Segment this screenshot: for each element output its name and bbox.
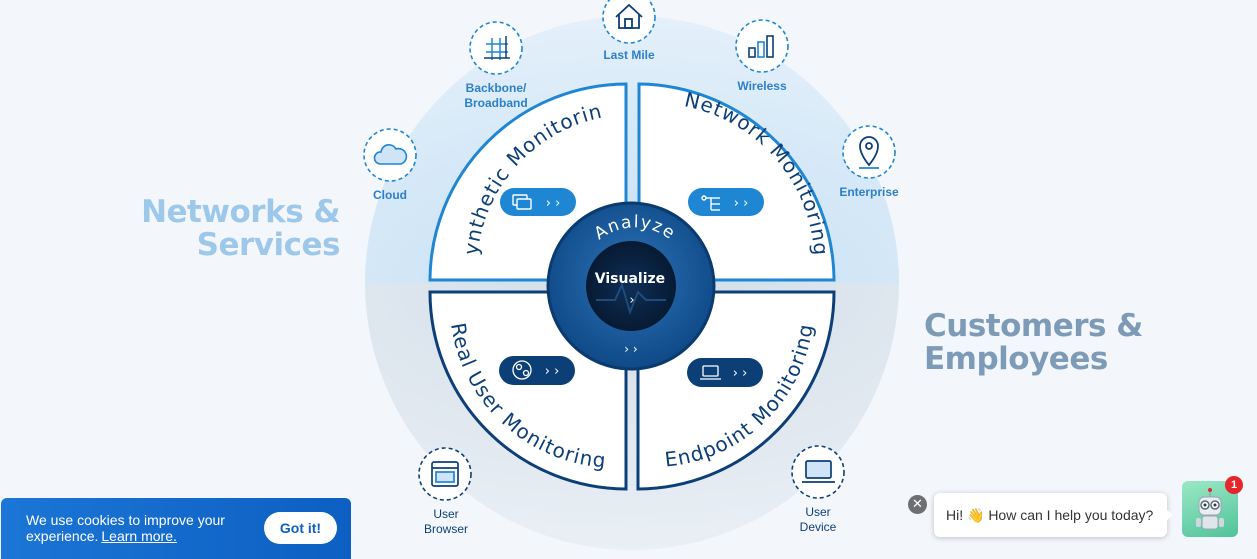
- customers-title-line1: Customers &: [924, 308, 1143, 344]
- chat-message: Hi! 👋 How can I help you today?: [946, 507, 1154, 523]
- cloud-label: Cloud: [373, 188, 407, 202]
- satellite-backbone[interactable]: Backbone/ Broadband: [464, 21, 528, 110]
- enterprise-label: Enterprise: [839, 185, 899, 199]
- cookie-text: We use cookies to improve your experienc…: [26, 512, 225, 544]
- network-monitoring-button[interactable]: › ›: [688, 188, 764, 216]
- laptop-device-icon: [802, 460, 835, 483]
- grid-network-icon: [484, 36, 510, 60]
- chat-close-button[interactable]: ✕: [908, 495, 927, 514]
- notification-badge: 1: [1225, 476, 1243, 494]
- hub-double-chevron: › ›: [624, 342, 637, 356]
- cookie-banner: We use cookies to improve your experienc…: [1, 498, 351, 559]
- networks-title-line1: Networks &: [141, 194, 340, 230]
- satellite-user-browser[interactable]: User Browser: [418, 447, 472, 536]
- browser-window-icon: [431, 461, 459, 487]
- user-browser-label-line2: Browser: [424, 522, 468, 536]
- satellite-cloud[interactable]: Cloud: [363, 128, 417, 202]
- satellite-user-device[interactable]: User Device: [791, 445, 845, 534]
- real-user-monitoring-button[interactable]: › ›: [499, 356, 575, 385]
- house-icon: [615, 3, 643, 29]
- rum-button-arrows: › ›: [545, 364, 560, 379]
- customers-employees-title: Customers & Employees: [924, 310, 1184, 376]
- location-pin-icon: [859, 136, 879, 169]
- last-mile-label: Last Mile: [603, 48, 655, 62]
- cookie-message: We use cookies to improve your experienc…: [26, 512, 256, 544]
- robot-icon: [1196, 488, 1224, 530]
- visualize-label: Visualize: [595, 271, 665, 287]
- wireless-label: Wireless: [737, 79, 787, 93]
- networks-services-title: Networks & Services: [140, 196, 340, 262]
- user-device-label-line1: User: [805, 505, 830, 519]
- network-tree-icon: [701, 195, 720, 211]
- synthetic-button-arrows: › ›: [546, 196, 561, 211]
- synthetic-monitoring-button[interactable]: › ›: [500, 188, 576, 216]
- customers-title-line2: Employees: [924, 341, 1108, 377]
- signal-bars-icon: [748, 35, 774, 58]
- backbone-label-line2: Broadband: [464, 96, 527, 110]
- endpoint-monitoring-button[interactable]: › ›: [687, 358, 763, 387]
- synthetic-icon: [512, 194, 532, 210]
- pulse-line-icon: [596, 282, 666, 316]
- satellite-enterprise[interactable]: Enterprise: [839, 125, 899, 199]
- visualize-chevron: ›: [629, 293, 634, 308]
- satellite-wireless[interactable]: Wireless: [735, 19, 789, 93]
- user-browser-label-line1: User: [433, 507, 458, 521]
- users-icon: [512, 360, 532, 380]
- chat-greeting-bubble[interactable]: Hi! 👋 How can I help you today?: [934, 493, 1173, 537]
- learn-more-link[interactable]: Learn more.: [101, 528, 177, 544]
- network-button-arrows: › ›: [734, 196, 749, 211]
- networks-title-line2: Services: [196, 227, 341, 263]
- visualize-core[interactable]: Visualize ›: [586, 241, 676, 331]
- got-it-button[interactable]: Got it!: [264, 512, 337, 544]
- cloud-icon: [373, 144, 408, 165]
- satellite-last-mile[interactable]: Last Mile: [602, 0, 656, 62]
- laptop-icon: [700, 365, 721, 380]
- backbone-label-line1: Backbone/: [466, 81, 527, 95]
- user-device-label-line2: Device: [800, 520, 837, 534]
- endpoint-button-arrows: › ›: [733, 366, 748, 381]
